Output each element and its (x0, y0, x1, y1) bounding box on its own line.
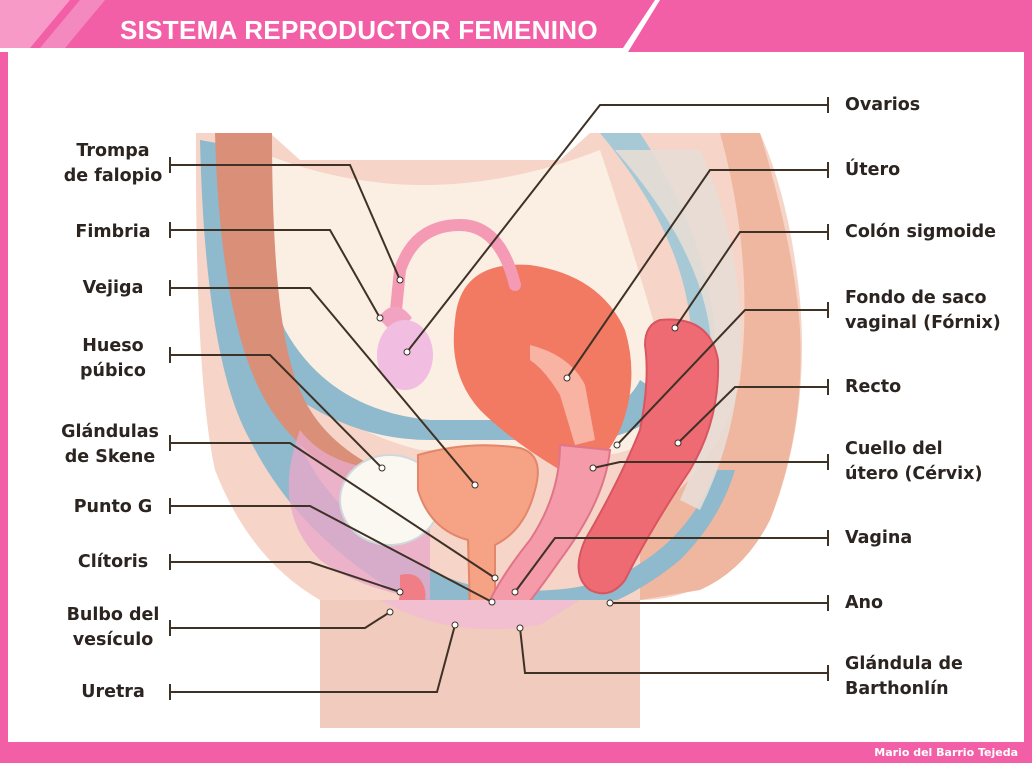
label-vejiga: Vejiga (82, 278, 144, 298)
label-cuello-del-utero: Cuello del útero (Cérvix) (845, 437, 982, 487)
label-line: Trompa (76, 141, 150, 161)
label-uretra: Uretra (81, 682, 145, 702)
label-ano: Ano (845, 593, 884, 613)
leader-lines (169, 97, 829, 700)
leader-dots (376, 276, 682, 632)
uterine-cavity (530, 345, 595, 445)
back-skin (640, 133, 801, 600)
label-clitoris: Clítoris (77, 552, 149, 572)
abdominal-muscle (215, 133, 380, 490)
label-line: Cuello del (845, 439, 943, 459)
label-fondo-de-saco-vaginal: Fondo de saco vaginal (Fórnix) (845, 286, 1001, 336)
label-utero: Útero (845, 160, 901, 180)
label-line: Barthonlín (845, 679, 949, 699)
label-vagina: Vagina (845, 528, 913, 548)
label-line: de falopio (63, 166, 163, 186)
fallopian-tube (389, 218, 521, 326)
diagram-title: SISTEMA REPRODUCTOR FEMENINO (120, 15, 598, 45)
label-line: Bulbo del (66, 605, 160, 625)
label-line: Glándula de (845, 654, 963, 674)
thigh-skin (320, 600, 640, 728)
author-credit: Mario del Barrio Tejeda (874, 746, 1018, 759)
label-recto: Recto (845, 377, 902, 397)
label-glandula-de-barthonlin: Glándula de Barthonlín (845, 652, 963, 702)
label-line: vaginal (Fórnix) (845, 313, 1001, 333)
label-line: de Skene (64, 447, 156, 467)
label-line: Hueso (82, 336, 144, 356)
label-line: Fondo de saco (845, 288, 987, 308)
bladder-shape (417, 444, 539, 614)
label-line: Glándulas (61, 422, 159, 442)
label-line: vesículo (72, 630, 154, 650)
label-fimbria: Fimbria (75, 222, 151, 242)
label-colon-sigmoide: Colón sigmoide (845, 222, 997, 242)
label-punto-g: Punto G (73, 497, 153, 517)
label-bulbo-del-vesiculo: Bulbo del vesículo (48, 603, 178, 653)
label-line: púbico (80, 361, 146, 381)
label-trompa-de-falopio: Trompa de falopio (48, 139, 178, 189)
title-banner (0, 0, 660, 52)
label-line: útero (Cérvix) (845, 464, 983, 484)
label-hueso-pubico: Hueso púbico (48, 334, 178, 384)
label-glandulas-de-skene: Glándulas de Skene (40, 420, 180, 470)
perineum-layer (380, 600, 580, 630)
rectum-shape (577, 318, 720, 595)
label-ovarios: Ovarios (845, 95, 921, 115)
